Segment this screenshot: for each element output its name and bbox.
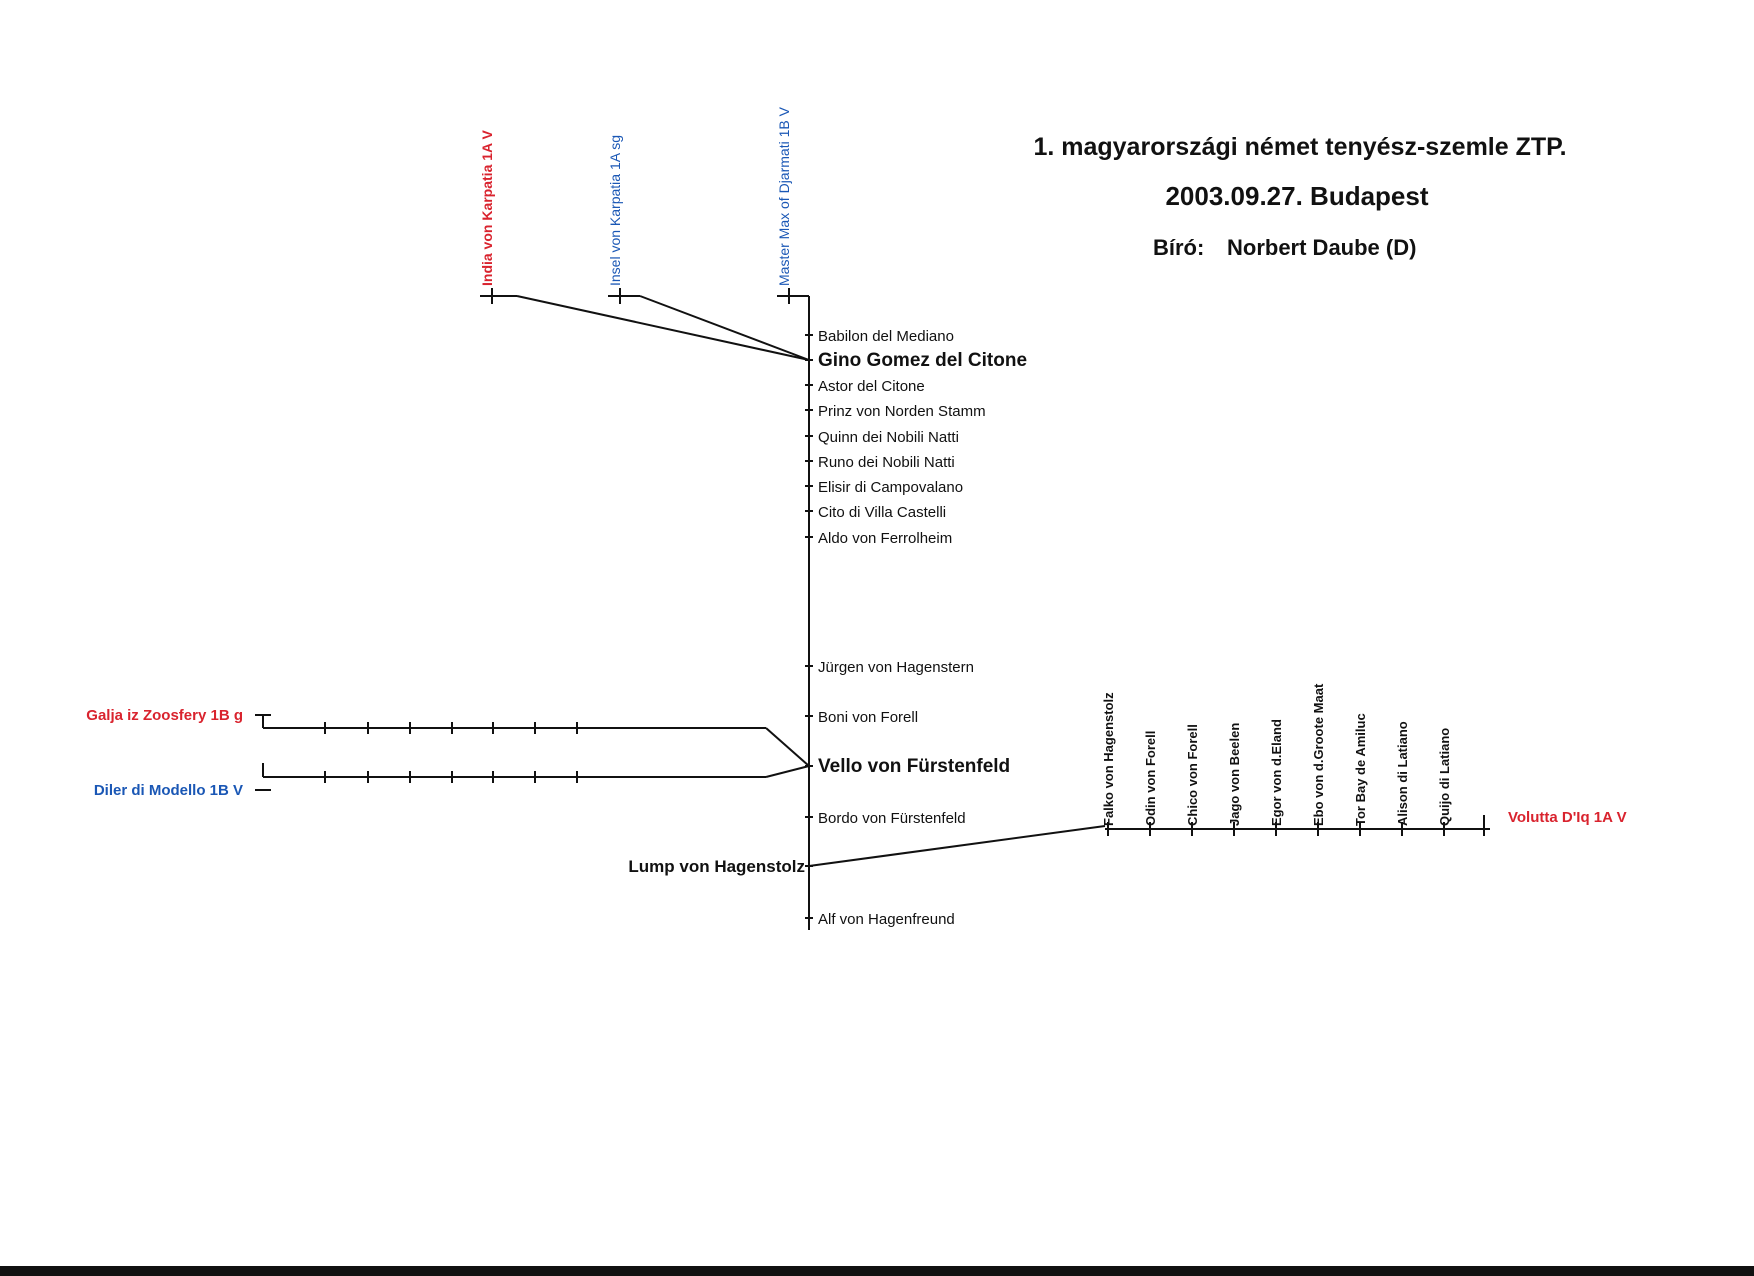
offspring-name: Quinn dei Nobili Natti: [818, 429, 959, 446]
connector-lines: [255, 288, 1490, 919]
child-name: Ebo von d.Groote Maat: [1311, 683, 1326, 826]
scan-bottom-edge: [0, 1266, 1754, 1276]
child-name: Falko von Hagenstolz: [1101, 692, 1116, 826]
child-name: Quijo di Latiano: [1437, 728, 1452, 826]
offspring-name: Runo dei Nobili Natti: [818, 454, 955, 471]
offspring-name: Aldo von Ferrolheim: [818, 530, 952, 547]
child-name: Odin von Forell: [1143, 731, 1158, 826]
child-name: Jago von Beelen: [1227, 723, 1242, 826]
page-title: 1. magyarországi német tenyész-szemle ZT…: [1033, 133, 1566, 161]
event-date-place: 2003.09.27. Budapest: [1165, 181, 1428, 211]
offspring-name: Jürgen von Hagenstern: [818, 659, 974, 676]
top-parent-name: Master Max of Djarmati 1B V: [776, 106, 792, 286]
top-parent-name: Insel von Karpatia 1A sg: [607, 135, 623, 286]
connector-line: [765, 765, 810, 778]
judge-label: Bíró:: [1153, 235, 1204, 260]
offspring-name: Elisir di Campovalano: [818, 479, 963, 496]
child-name: Egor von d.Eland: [1269, 719, 1284, 826]
group-parent-name: Volutta D'Iq 1A V: [1508, 809, 1627, 826]
connector-line: [516, 295, 810, 361]
left-upper-group: Galja iz Zoosfery 1B g: [86, 707, 243, 724]
group-parent-name: Diler di Modello 1B V: [94, 782, 243, 799]
offspring-name: Boni von Forell: [818, 709, 918, 726]
offspring-name: Cito di Villa Castelli: [818, 504, 946, 521]
offspring-name: Lump von Hagenstolz: [628, 857, 805, 876]
offspring-name: Gino Gomez del Citone: [818, 350, 1027, 371]
offspring-name: Alf von Hagenfreund: [818, 911, 955, 928]
offspring-name: Babilon del Mediano: [818, 328, 954, 345]
child-name: Tor Bay de Amiluc: [1353, 713, 1368, 826]
offspring-name: Bordo von Fürstenfeld: [818, 810, 966, 827]
connector-line: [639, 295, 810, 361]
child-name: Alison di Latiano: [1395, 721, 1410, 826]
connector-line: [808, 825, 1106, 867]
child-name: Chico von Forell: [1185, 724, 1200, 826]
group-parent-name: Galja iz Zoosfery 1B g: [86, 707, 243, 724]
top-parents-group: India von Karpatia 1A V Insel von Karpati…: [479, 106, 792, 286]
offspring-name: Astor del Citone: [818, 378, 925, 395]
offspring-name: Prinz von Norden Stamm: [818, 403, 986, 420]
left-lower-group: Diler di Modello 1B V: [94, 782, 243, 799]
connector-line: [765, 727, 810, 767]
top-parent-name: India von Karpatia 1A V: [479, 129, 495, 286]
offspring-name: Vello von Fürstenfeld: [818, 756, 1010, 777]
right-group: Falko von Hagenstolz Odin von Forell Chico…: [1101, 683, 1627, 826]
judge-name: Norbert Daube (D): [1227, 235, 1416, 260]
